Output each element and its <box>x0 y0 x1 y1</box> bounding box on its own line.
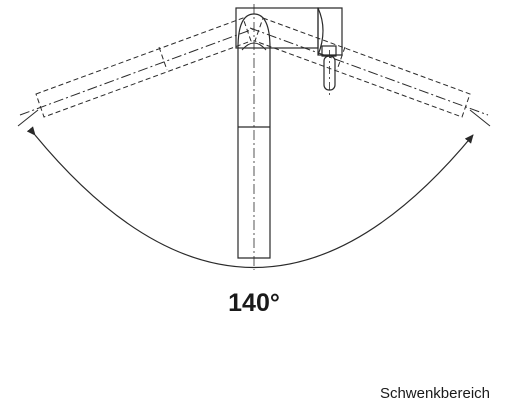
spout-center-position <box>237 4 271 270</box>
spout-left-position <box>19 17 257 118</box>
diagram-caption: Schwenkbereich <box>379 385 490 402</box>
swivel-angle-label: 140° <box>228 289 280 317</box>
faucet-body <box>235 7 343 57</box>
swivel-arc <box>17 109 491 268</box>
lever-handle <box>323 50 336 96</box>
spout-right-position <box>249 17 489 118</box>
